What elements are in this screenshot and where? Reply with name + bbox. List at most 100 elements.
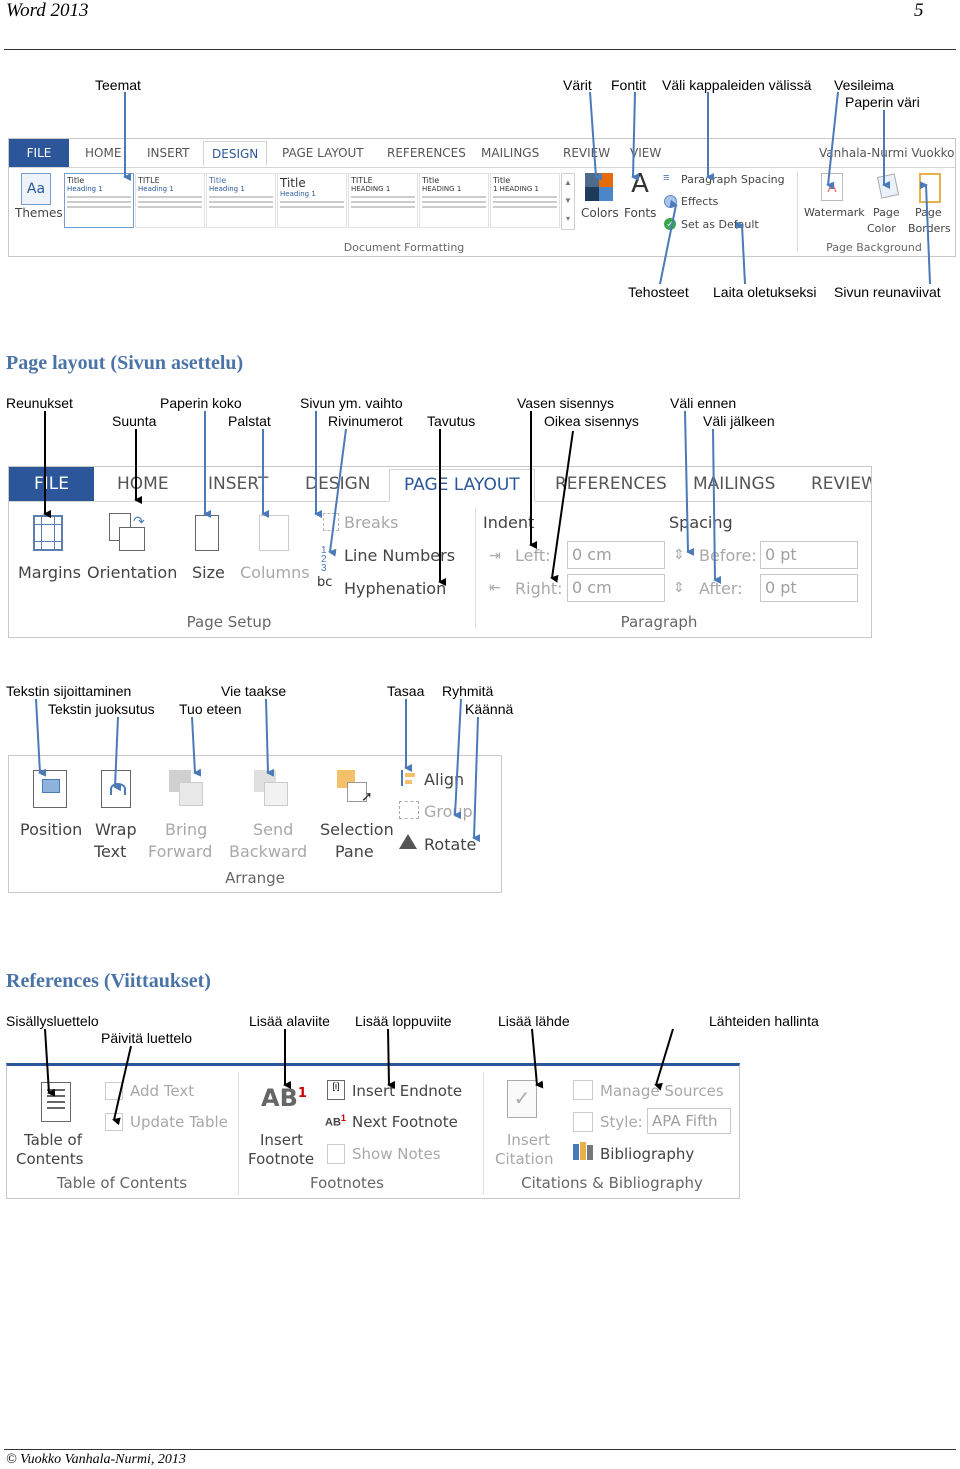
- columns-button[interactable]: Columns: [240, 563, 310, 582]
- tab-review[interactable]: REVIEW: [563, 146, 611, 160]
- fonts-icon: A: [631, 169, 649, 199]
- tab-home[interactable]: HOME: [117, 474, 169, 494]
- rotate-button[interactable]: Rotate: [424, 835, 477, 854]
- paragraph-label: Paragraph: [620, 613, 698, 631]
- wrap-text-button-line2[interactable]: Text: [94, 842, 127, 861]
- bibliography-button[interactable]: Bibliography: [600, 1145, 695, 1163]
- align-button[interactable]: Align: [424, 770, 465, 789]
- add-text-button[interactable]: Add Text: [130, 1082, 195, 1100]
- spacing-before-label: Before:: [699, 546, 757, 565]
- tab-file[interactable]: FILE: [9, 139, 69, 167]
- tab-design[interactable]: DESIGN: [203, 141, 268, 166]
- insert-citation-button-line1[interactable]: Insert: [507, 1131, 551, 1149]
- colors-button[interactable]: Colors: [581, 206, 619, 220]
- section-title-page-layout: Page layout (Sivun asettelu): [6, 352, 244, 374]
- toc-button-line1[interactable]: Table of: [24, 1131, 83, 1149]
- position-button[interactable]: Position: [20, 820, 83, 839]
- breaks-icon: [323, 513, 339, 531]
- insert-footnote-button-line1[interactable]: Insert: [260, 1131, 304, 1149]
- size-button[interactable]: Size: [192, 563, 225, 582]
- tab-references[interactable]: REFERENCES: [387, 146, 466, 160]
- bring-forward-button-line1[interactable]: Bring: [165, 820, 208, 839]
- fonts-button[interactable]: Fonts: [624, 206, 657, 220]
- tab-page-layout[interactable]: PAGE LAYOUT: [389, 469, 535, 502]
- send-backward-button-line1[interactable]: Send: [253, 820, 294, 839]
- tab-references[interactable]: REFERENCES: [555, 474, 667, 494]
- tab-insert[interactable]: INSERT: [208, 474, 269, 494]
- tab-design[interactable]: DESIGN: [305, 474, 371, 494]
- page-color-button-line2[interactable]: Color: [867, 222, 896, 235]
- next-footnote-button[interactable]: Next Footnote: [352, 1113, 458, 1131]
- label-vali-ennen: Väli ennen: [670, 395, 737, 411]
- line-numbers-button[interactable]: Line Numbers: [344, 546, 456, 565]
- insert-endnote-button[interactable]: Insert Endnote: [352, 1082, 463, 1100]
- spacing-after-input[interactable]: 0 pt: [760, 574, 858, 602]
- style-heading: Heading 1: [209, 185, 245, 193]
- group-icon: [399, 801, 419, 819]
- bring-forward-icon: [169, 770, 203, 808]
- position-icon: [33, 770, 67, 808]
- indent-right-input[interactable]: 0 cm: [567, 574, 665, 602]
- tab-file[interactable]: FILE: [9, 467, 94, 501]
- design-ribbon: FILE HOME INSERT DESIGN PAGE LAYOUT REFE…: [8, 138, 956, 257]
- margins-button[interactable]: Margins: [18, 563, 81, 582]
- spacing-after-icon: ⇕: [673, 579, 685, 595]
- style-heading: HEADING 1: [422, 185, 462, 193]
- gallery-scroll[interactable]: ▲▼▾: [561, 173, 575, 230]
- label-tekstin-juoksutus: Tekstin juoksutus: [48, 701, 155, 717]
- indent-left-input[interactable]: 0 cm: [567, 541, 665, 569]
- manage-sources-button[interactable]: Manage Sources: [600, 1082, 724, 1100]
- insert-footnote-button-line2[interactable]: Footnote: [248, 1150, 315, 1168]
- breaks-button[interactable]: Breaks: [344, 513, 399, 532]
- label-lisaa-lahde: Lisää lähde: [498, 1013, 570, 1029]
- paragraph-spacing-icon: ≡: [663, 172, 670, 184]
- label-reunukset: Reunukset: [6, 395, 73, 411]
- arrange-label: Arrange: [225, 869, 285, 887]
- page-layout-ribbon: FILE HOME INSERT DESIGN PAGE LAYOUT REFE…: [8, 466, 872, 638]
- page-color-button-line1[interactable]: Page: [873, 206, 900, 219]
- spacing-before-input[interactable]: 0 pt: [760, 541, 858, 569]
- tab-page-layout[interactable]: PAGE LAYOUT: [282, 146, 364, 160]
- label-sisallysluettelo: Sisällysluettelo: [6, 1013, 99, 1029]
- wrap-text-button-line1[interactable]: Wrap: [95, 820, 137, 839]
- update-table-button[interactable]: Update Table: [130, 1113, 228, 1131]
- label-vali: Väli kappaleiden välissä: [662, 77, 812, 93]
- set-as-default-button[interactable]: Set as Default: [681, 218, 759, 231]
- tab-home[interactable]: HOME: [85, 146, 122, 160]
- bring-forward-button-line2[interactable]: Forward: [148, 842, 213, 861]
- insert-citation-button-line2[interactable]: Citation: [495, 1150, 554, 1168]
- user-name[interactable]: Vanhala-Nurmi Vuokko: [819, 146, 955, 160]
- watermark-button[interactable]: Watermark: [804, 206, 865, 219]
- spacing-after-label: After:: [699, 579, 743, 598]
- toc-button-line2[interactable]: Contents: [16, 1150, 84, 1168]
- selection-pane-button-line2[interactable]: Pane: [335, 842, 374, 861]
- send-backward-icon: [254, 770, 288, 808]
- tab-mailings[interactable]: MAILINGS: [693, 474, 776, 494]
- tab-view[interactable]: VIEW: [630, 146, 662, 160]
- style-heading: Heading 1: [280, 190, 316, 198]
- footer-copyright: © Vuokko Vanhala-Nurmi, 2013: [6, 1452, 186, 1467]
- page-borders-button-line1[interactable]: Page: [915, 206, 942, 219]
- effects-button[interactable]: Effects: [681, 195, 719, 208]
- group-button[interactable]: Group: [424, 802, 473, 821]
- design-tabbar: FILE HOME INSERT DESIGN PAGE LAYOUT REFE…: [9, 139, 955, 168]
- tab-mailings[interactable]: MAILINGS: [481, 146, 540, 160]
- hyphenation-button[interactable]: Hyphenation: [344, 579, 447, 598]
- tab-review[interactable]: REVIEW: [811, 474, 872, 494]
- send-backward-button-line2[interactable]: Backward: [229, 842, 308, 861]
- paragraph-spacing-button[interactable]: Paragraph Spacing: [681, 173, 785, 186]
- themes-button[interactable]: Themes: [15, 206, 63, 220]
- orientation-button[interactable]: Orientation: [87, 563, 178, 582]
- show-notes-button[interactable]: Show Notes: [352, 1145, 441, 1163]
- page-borders-button-line2[interactable]: Borders: [908, 222, 951, 235]
- selection-pane-button-line1[interactable]: Selection: [320, 820, 394, 839]
- tab-insert[interactable]: INSERT: [147, 146, 190, 160]
- style-select[interactable]: APA Fifth: [647, 1108, 731, 1134]
